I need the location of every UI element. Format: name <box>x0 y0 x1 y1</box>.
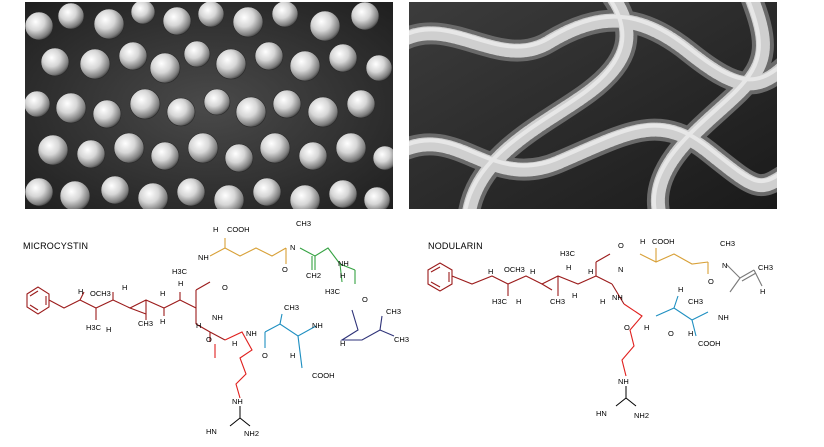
label-h: H <box>290 351 295 360</box>
mdhb-unit <box>725 263 763 293</box>
nodularin-structure: NODULARIN <box>412 212 824 442</box>
phenyl-ring <box>427 253 625 305</box>
label-h: H <box>572 291 577 300</box>
label-h: H <box>213 225 218 234</box>
masp-unit <box>655 295 709 337</box>
label-ch3: CH3 <box>394 335 409 344</box>
label-o: O <box>222 283 228 292</box>
label-o: O <box>668 329 674 338</box>
masp-unit <box>264 313 317 369</box>
nodularin-title: NODULARIN <box>428 241 483 251</box>
label-ch3: CH3 <box>284 303 299 312</box>
label-h: H <box>588 267 593 276</box>
label-h: H <box>232 339 237 348</box>
label-och3: OCH3 <box>504 265 525 274</box>
label-o: O <box>206 335 212 344</box>
label-ch3: CH3 <box>296 219 311 228</box>
guanidino-group <box>615 386 637 407</box>
glutamate-unit <box>209 238 287 264</box>
coccoid-cyanobacteria-micrograph-icon <box>25 2 393 209</box>
label-nh: NH <box>232 397 243 406</box>
label-ch3: CH3 <box>688 297 703 306</box>
label-hn: HN <box>596 409 607 418</box>
label-ch3: CH3 <box>720 239 735 248</box>
label-o: O <box>282 265 288 274</box>
label-nh: NH <box>718 313 729 322</box>
label-h: H <box>640 237 645 246</box>
leucine-unit <box>340 309 395 341</box>
label-ch3: CH3 <box>550 297 565 306</box>
label-h: H <box>488 267 493 276</box>
microcystin-title: MICROCYSTIN <box>23 241 89 251</box>
label-h: H <box>760 287 765 296</box>
filamentous-cyanobacteria-micrograph-icon <box>409 2 777 209</box>
label-h: H <box>530 267 535 276</box>
label-h3c: H3C <box>560 249 576 258</box>
label-n: N <box>722 261 727 270</box>
label-h: H <box>566 263 571 272</box>
nodularin-diagram: H3C O H COOH CH3 N CH3 H H OCH3 H H H N … <box>427 237 773 420</box>
guanidino-group <box>229 406 251 427</box>
label-nh: NH <box>618 377 629 386</box>
label-h: H <box>122 283 127 292</box>
label-h: H <box>340 339 345 348</box>
label-h: H <box>678 285 683 294</box>
coccoid-micrograph <box>25 2 393 209</box>
label-hn: HN <box>206 427 217 436</box>
glutamate-unit <box>639 248 709 274</box>
label-cooh: COOH <box>652 237 675 246</box>
label-nh2: NH2 <box>634 411 649 420</box>
filament-micrograph <box>409 2 777 209</box>
label-n: N <box>618 265 623 274</box>
label-h: H <box>106 325 111 334</box>
label-h3c: H3C <box>172 267 188 276</box>
label-och3: OCH3 <box>90 289 111 298</box>
label-ch3: CH3 <box>758 263 773 272</box>
microcystin-diagram: H COOH CH3 N NH O H3C CH2 NH H3C H O O O… <box>26 219 409 438</box>
microcystin-structure: MICROCYSTIN <box>0 212 412 442</box>
label-ch3: CH3 <box>386 307 401 316</box>
label-n: N <box>290 243 295 252</box>
mdha-unit <box>299 247 356 284</box>
label-o: O <box>708 277 714 286</box>
label-nh2: NH2 <box>244 429 259 438</box>
label-h: H <box>78 287 83 296</box>
label-h: H <box>688 329 693 338</box>
label-h3c: H3C <box>492 297 508 306</box>
label-nh: NH <box>612 293 623 302</box>
label-h: H <box>196 321 201 330</box>
label-o: O <box>624 323 630 332</box>
label-o: O <box>262 351 268 360</box>
label-h3c: H3C <box>86 323 102 332</box>
label-cooh: COOH <box>698 339 721 348</box>
label-h: H <box>600 297 605 306</box>
arginine-unit <box>214 331 253 399</box>
arginine-unit <box>621 303 643 377</box>
label-ch2: CH2 <box>306 271 321 280</box>
label-h: H <box>340 271 345 280</box>
label-cooh: COOH <box>312 371 335 380</box>
label-cooh: COOH <box>227 225 250 234</box>
label-h3c: H3C <box>325 287 341 296</box>
label-nh: NH <box>312 321 323 330</box>
label-nh: NH <box>212 313 223 322</box>
label-nh: NH <box>338 259 349 268</box>
label-h: H <box>644 323 649 332</box>
label-nh: NH <box>198 253 209 262</box>
label-o: O <box>618 241 624 250</box>
label-h: H <box>516 297 521 306</box>
label-h: H <box>160 289 165 298</box>
label-o: O <box>362 295 368 304</box>
phenyl-ring <box>26 281 226 342</box>
label-h: H <box>178 279 183 288</box>
label-h: H <box>160 317 165 326</box>
label-nh: NH <box>246 329 257 338</box>
label-ch3: CH3 <box>138 319 153 328</box>
